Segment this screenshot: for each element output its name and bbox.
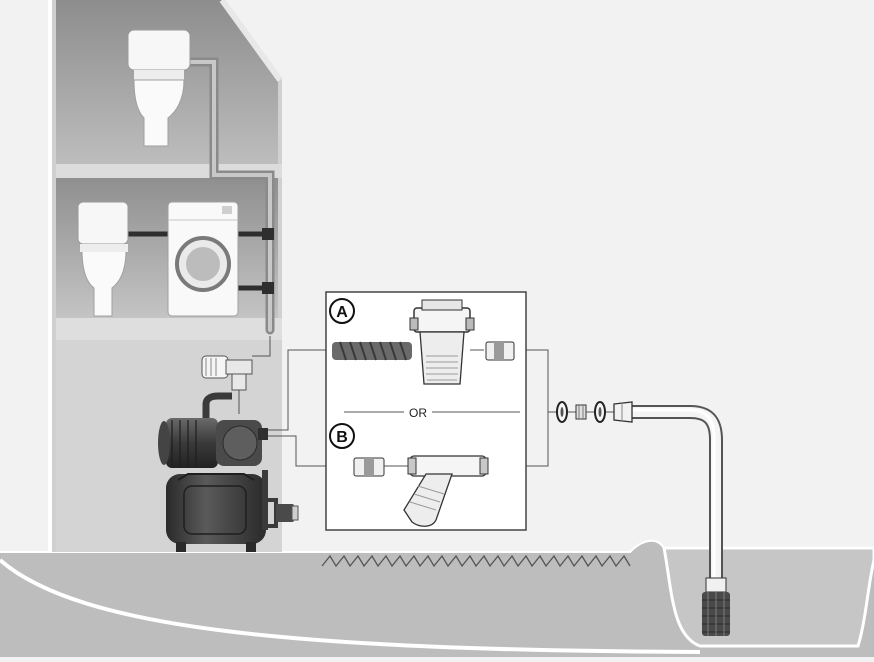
well-pit [664, 548, 874, 646]
option-a-label: A [336, 304, 348, 321]
option-a-badge: A [330, 299, 354, 323]
suction-strainer-icon [702, 578, 730, 636]
nipple-fitting-icon [354, 458, 384, 476]
nipple-fitting-icon [486, 342, 514, 360]
or-label: OR [409, 406, 427, 420]
union-fitting-icon [576, 405, 586, 419]
washer-icon [557, 402, 567, 422]
hose-icon [332, 342, 412, 360]
washer-icon [595, 402, 605, 422]
washing-machine-icon [168, 202, 238, 316]
lower-floor-slab [56, 318, 282, 340]
option-b-label: B [336, 429, 348, 446]
house-wall-edge [48, 0, 52, 552]
option-b-badge: B [330, 424, 354, 448]
